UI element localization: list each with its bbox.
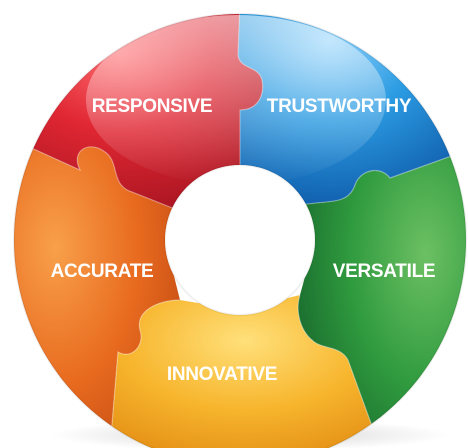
gloss-highlight (86, 15, 386, 185)
label-versatile: VERSATILE (333, 261, 436, 282)
label-accurate: ACCURATE (51, 261, 154, 282)
label-innovative: INNOVATIVE (167, 364, 277, 385)
center-hole (164, 164, 316, 316)
label-trustworthy: TRUSTWORTHY (267, 96, 412, 117)
label-responsive: RESPONSIVE (92, 96, 213, 117)
segment-innovative (110, 295, 380, 448)
